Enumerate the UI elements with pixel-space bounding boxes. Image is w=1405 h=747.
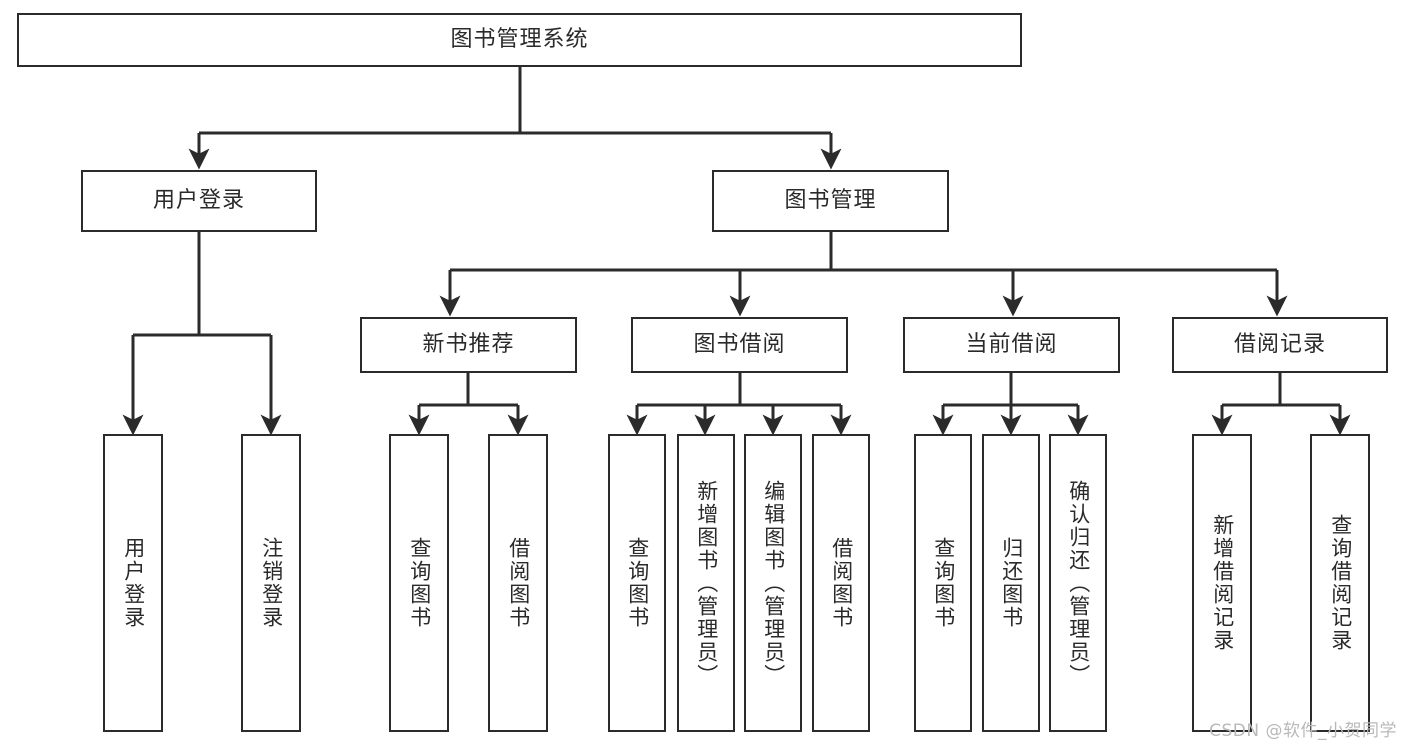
node-leaf-add-borrow-record[interactable]: 新增借阅记录 bbox=[1192, 434, 1252, 732]
node-leaf-user-login[interactable]: 用户登录 bbox=[103, 434, 163, 732]
node-leaf-borrow-book-1-label: 借阅图书 bbox=[506, 537, 531, 629]
node-leaf-borrow-book-2[interactable]: 借阅图书 bbox=[812, 434, 870, 732]
node-leaf-return-book[interactable]: 归还图书 bbox=[982, 434, 1040, 732]
node-current-borrow-label: 当前借阅 bbox=[965, 332, 1058, 358]
node-leaf-confirm-return-admin[interactable]: 确认归还（管理员） bbox=[1049, 434, 1107, 732]
node-book-borrow-label: 图书借阅 bbox=[693, 332, 786, 358]
node-leaf-query-book-2-label: 查询图书 bbox=[625, 537, 650, 629]
node-leaf-user-login-label: 用户登录 bbox=[121, 537, 146, 629]
node-leaf-return-book-label: 归还图书 bbox=[999, 537, 1024, 629]
node-leaf-query-borrow-record-label: 查询借阅记录 bbox=[1328, 514, 1353, 652]
node-leaf-edit-book-admin-label: 编辑图书（管理员） bbox=[761, 479, 786, 687]
node-book-manage[interactable]: 图书管理 bbox=[712, 170, 949, 232]
node-user-login-label: 用户登录 bbox=[152, 188, 245, 214]
node-leaf-query-book-1[interactable]: 查询图书 bbox=[389, 434, 449, 732]
node-user-login[interactable]: 用户登录 bbox=[81, 170, 317, 232]
node-leaf-add-book-admin-label: 新增图书（管理员） bbox=[694, 479, 719, 687]
node-leaf-query-book-3-label: 查询图书 bbox=[931, 537, 956, 629]
node-root-label: 图书管理系统 bbox=[450, 27, 589, 53]
node-book-manage-label: 图书管理 bbox=[784, 188, 877, 214]
node-borrow-record-label: 借阅记录 bbox=[1233, 332, 1326, 358]
node-current-borrow[interactable]: 当前借阅 bbox=[903, 317, 1120, 373]
node-new-book-recommend-label: 新书推荐 bbox=[422, 332, 515, 358]
node-book-borrow[interactable]: 图书借阅 bbox=[631, 317, 848, 373]
node-leaf-borrow-book-2-label: 借阅图书 bbox=[829, 537, 854, 629]
node-new-book-recommend[interactable]: 新书推荐 bbox=[360, 317, 577, 373]
node-leaf-edit-book-admin[interactable]: 编辑图书（管理员） bbox=[744, 434, 802, 732]
node-leaf-add-borrow-record-label: 新增借阅记录 bbox=[1210, 514, 1235, 652]
node-leaf-add-book-admin[interactable]: 新增图书（管理员） bbox=[677, 434, 735, 732]
node-leaf-logout-login-label: 注销登录 bbox=[259, 537, 284, 629]
watermark-text: CSDN @软件_小贺同学 bbox=[1209, 721, 1397, 741]
node-leaf-confirm-return-admin-label: 确认归还（管理员） bbox=[1066, 479, 1091, 687]
node-leaf-query-book-3[interactable]: 查询图书 bbox=[914, 434, 972, 732]
node-leaf-borrow-book-1[interactable]: 借阅图书 bbox=[488, 434, 548, 732]
node-borrow-record[interactable]: 借阅记录 bbox=[1172, 317, 1388, 373]
node-root[interactable]: 图书管理系统 bbox=[17, 13, 1022, 67]
node-leaf-query-borrow-record[interactable]: 查询借阅记录 bbox=[1310, 434, 1370, 732]
node-leaf-query-book-2[interactable]: 查询图书 bbox=[608, 434, 666, 732]
node-leaf-logout-login[interactable]: 注销登录 bbox=[241, 434, 301, 732]
node-leaf-query-book-1-label: 查询图书 bbox=[407, 537, 432, 629]
